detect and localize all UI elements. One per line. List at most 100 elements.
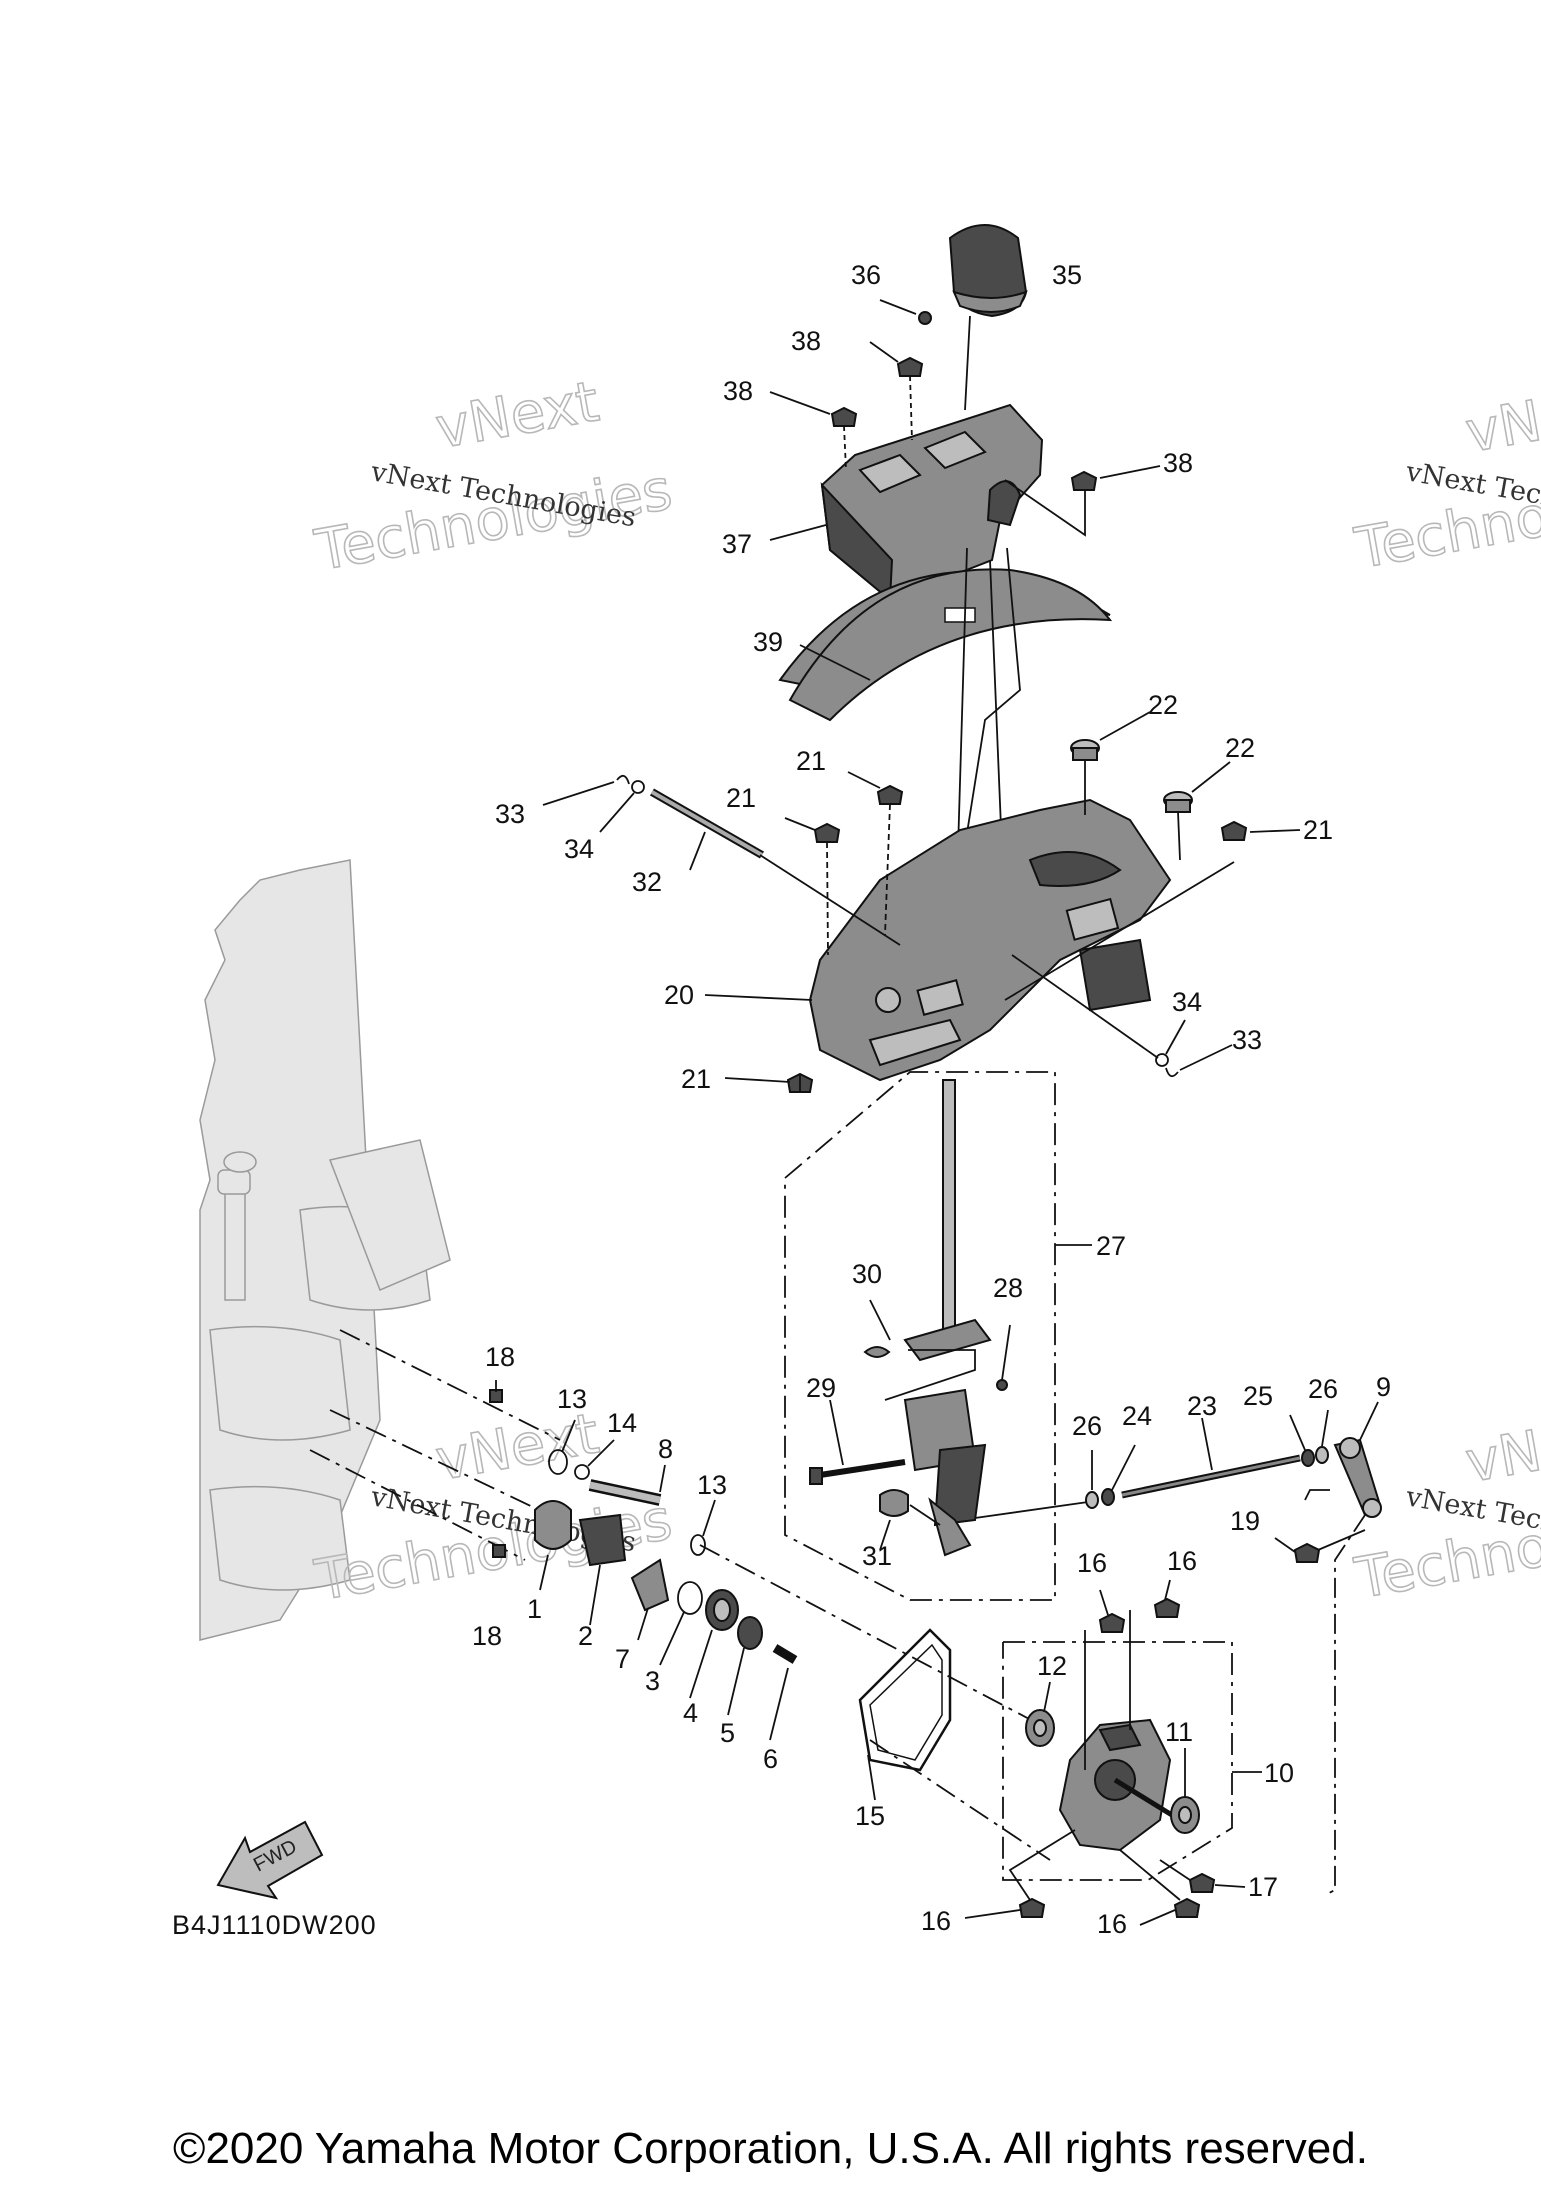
shift-bracket: [704, 798, 1172, 1082]
nut-24: [1101, 1444, 1136, 1506]
callout-22: 22: [1148, 690, 1178, 720]
svg-text:vNext: vNext: [1461, 1403, 1541, 1495]
bolt-38-middle: [869, 341, 924, 441]
pin-28: [996, 1324, 1011, 1391]
shift-shaft-8: [588, 1464, 666, 1506]
svg-text:vNext: vNext: [431, 1401, 603, 1493]
shaft-32: [650, 788, 901, 946]
watermark-top-right: vNext Technologies vNext Technologies: [1349, 373, 1541, 583]
callout-18: 18: [485, 1342, 515, 1372]
callout-34: 34: [1172, 987, 1202, 1017]
callout-15: 15: [855, 1801, 885, 1831]
bushing-11: [1170, 1748, 1200, 1834]
callout-36: 36: [851, 260, 881, 290]
bolt-19: [1274, 1529, 1366, 1563]
copyright-footer: ©2020 Yamaha Motor Corporation, U.S.A. A…: [173, 2124, 1368, 2173]
callout-21: 21: [1303, 815, 1333, 845]
bearing-4: [689, 1589, 739, 1699]
stopper-lever-2: [578, 1513, 627, 1626]
bolt-6: [769, 1644, 798, 1741]
bolt-18-upper: [489, 1380, 503, 1403]
callout-13: 13: [697, 1470, 727, 1500]
shift-lever-cover: [769, 403, 1044, 603]
shift-boot: [778, 568, 1113, 722]
bolt-21-b: [847, 771, 904, 936]
callout-16: 16: [1097, 1909, 1127, 1939]
callout-21: 21: [681, 1064, 711, 1094]
nut-26-right: [1315, 1409, 1329, 1464]
oil-seal-13-left: [548, 1419, 576, 1475]
callout-6: 6: [763, 1744, 778, 1774]
callout-32: 32: [632, 867, 662, 897]
callout-30: 30: [852, 1259, 882, 1289]
callout-38: 38: [791, 326, 821, 356]
bolt-18-lower: [492, 1544, 506, 1558]
bushing-31: [879, 1489, 941, 1551]
callout-34: 34: [564, 834, 594, 864]
bolt-16-lower-right: [1119, 1849, 1201, 1926]
callout-7: 7: [615, 1644, 630, 1674]
bolt-38-left: [769, 391, 858, 471]
clip-33-left: [542, 774, 630, 806]
bolt-16-lower-left: [964, 1829, 1076, 1919]
callout-37: 37: [722, 529, 752, 559]
callout-8: 8: [658, 1434, 673, 1464]
oil-seal-12: [1025, 1681, 1055, 1747]
callout-12: 12: [1037, 1651, 1067, 1681]
callout-21: 21: [796, 746, 826, 776]
callout-1: 1: [527, 1594, 542, 1624]
callout-29: 29: [806, 1373, 836, 1403]
shift-knob: [948, 224, 1028, 411]
svg-text:vNext: vNext: [1461, 373, 1541, 465]
callout-33: 33: [1232, 1025, 1262, 1055]
callout-25: 25: [1243, 1381, 1273, 1411]
screw-36: [879, 299, 932, 325]
fwd-arrow-icon: FWD: [216, 1820, 324, 1900]
callout-10: 10: [1264, 1758, 1294, 1788]
callout-3: 3: [645, 1666, 660, 1696]
callout-27: 27: [1096, 1231, 1126, 1261]
callout-26: 26: [1072, 1411, 1102, 1441]
bolt-21-d: [724, 1072, 814, 1093]
callout-13: 13: [557, 1384, 587, 1414]
bolt-16-upper-right: [1129, 1579, 1181, 1730]
diagram-code: B4J1110DW200: [172, 1910, 377, 1940]
shift-rod: [974, 1417, 1301, 1519]
callout-19: 19: [1230, 1506, 1260, 1536]
callout-16: 16: [1077, 1548, 1107, 1578]
grommet-22-a: [1070, 711, 1151, 815]
spring-30: [863, 1299, 891, 1358]
cover-assembly-box: [1002, 1641, 1262, 1881]
callout-5: 5: [720, 1718, 735, 1748]
segment-1: [534, 1500, 572, 1591]
callout-38: 38: [723, 376, 753, 406]
washer-34-right: [1011, 954, 1186, 1067]
gasket-15: [858, 1628, 952, 1801]
callout-24: 24: [1122, 1401, 1152, 1431]
cover-10: [1058, 1718, 1182, 1852]
engine-outline: [199, 859, 451, 1641]
shaft-leader-lines: [309, 1329, 1051, 1731]
nut-26-left: [1085, 1450, 1099, 1509]
svg-text:vNext: vNext: [431, 369, 603, 461]
oil-seal-13-right: [690, 1499, 716, 1556]
callout-38: 38: [1163, 448, 1193, 478]
shift-lever: [884, 1079, 992, 1557]
callout-39: 39: [753, 627, 783, 657]
callout-9: 9: [1376, 1372, 1391, 1402]
callouts: 36 35 38 38 38 37 39 22 22 21 21 21 21 3…: [472, 260, 1391, 1939]
pawl-7: [630, 1558, 670, 1641]
nut-25: [1289, 1414, 1315, 1467]
lever-assembly-box: [784, 1071, 1092, 1601]
callout-23: 23: [1187, 1391, 1217, 1421]
bolt-16-upper-left: [1084, 1589, 1126, 1770]
callout-14: 14: [607, 1408, 637, 1438]
callout-4: 4: [683, 1698, 698, 1728]
shift-arm-9: [1304, 1401, 1382, 1896]
callout-17: 17: [1248, 1872, 1278, 1902]
callout-20: 20: [664, 980, 694, 1010]
callout-28: 28: [993, 1273, 1023, 1303]
callout-16: 16: [921, 1906, 951, 1936]
clip-33-right: [1165, 1044, 1233, 1078]
